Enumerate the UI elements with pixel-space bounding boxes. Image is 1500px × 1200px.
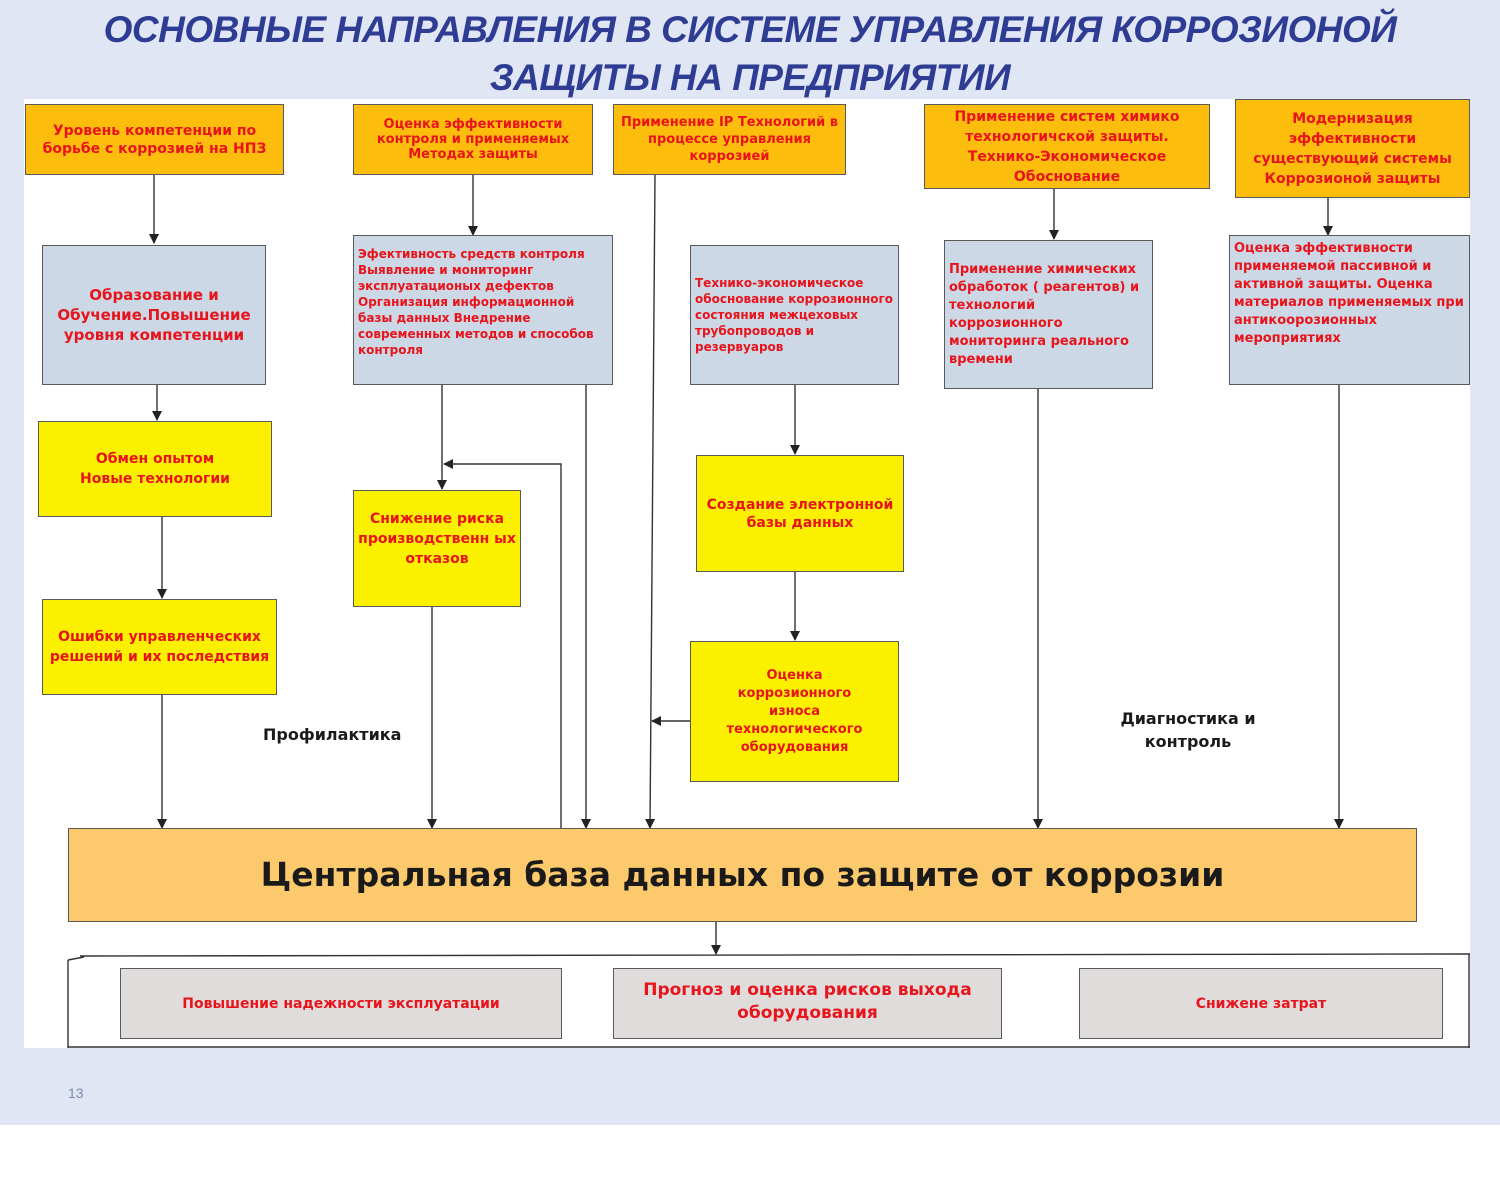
box-control-means-text: Эфективность средств контроля Выявление … bbox=[358, 247, 594, 357]
label-diagnostics: Диагностика и контроль bbox=[1120, 709, 1256, 751]
outcome-cost-reduction: Снижене затрат bbox=[1079, 968, 1443, 1039]
box-competence-level: Уровень компетенции по борьбе с коррозие… bbox=[25, 104, 284, 175]
box-risk-reduction: Снижение риска производственн ых отказов bbox=[353, 490, 521, 607]
box-modernization: Модернизация эффективности существующий … bbox=[1235, 99, 1470, 198]
box-electronic-database: Создание электронной базы данных bbox=[696, 455, 904, 572]
box-wear-evaluation: Оценка коррозионного износа технологичес… bbox=[690, 641, 899, 782]
box-education: Образование и Обучение.Повышение уровня … bbox=[42, 245, 266, 385]
box-tech-economic: Технико-экономическое обоснование корроз… bbox=[690, 245, 899, 385]
box-passive-active-protection: Оценка эффективности применяемой пассивн… bbox=[1229, 235, 1470, 385]
outcome-frame bbox=[67, 953, 1470, 1048]
box-competence-level-text: Уровень компетенции по борьбе с коррозие… bbox=[42, 122, 267, 157]
box-electronic-database-text: Создание электронной базы данных bbox=[706, 497, 894, 531]
arrow-feedback-central-risk bbox=[443, 459, 562, 828]
box-control-evaluation: Оценка эффективности контроля и применяе… bbox=[353, 104, 593, 175]
box-management-errors: Ошибки управленческих решений и их после… bbox=[42, 599, 277, 695]
box-passive-active-protection-text: Оценка эффективности применяемой пассивн… bbox=[1234, 241, 1464, 346]
outcome-forecast-text: Прогноз и оценка рисков выхода оборудова… bbox=[643, 980, 972, 1023]
outcome-reliability: Повышение надежности эксплуатации bbox=[120, 968, 562, 1039]
box-control-means: Эфективность средств контроля Выявление … bbox=[353, 235, 613, 385]
slide: ОСНОВНЫЕ НАПРАВЛЕНИЯ В СИСТЕМЕ УПРАВЛЕНИ… bbox=[0, 0, 1500, 1125]
page-number: 13 bbox=[68, 1085, 84, 1101]
diagram-canvas: Уровень компетенции по борьбе с коррозие… bbox=[24, 99, 1470, 1048]
box-ip-technologies: Применение IP Технологий в процессе упра… bbox=[613, 104, 846, 175]
box-modernization-text: Модернизация эффективности существующий … bbox=[1253, 110, 1452, 187]
slide-title: ОСНОВНЫЕ НАПРАВЛЕНИЯ В СИСТЕМЕ УПРАВЛЕНИ… bbox=[103, 9, 1397, 98]
outcome-forecast: Прогноз и оценка рисков выхода оборудова… bbox=[613, 968, 1002, 1039]
connector-arrows bbox=[67, 174, 1470, 1048]
box-experience-exchange-text: Обмен опытом Новые технологии bbox=[80, 451, 230, 487]
box-risk-reduction-text: Снижение риска производственн ых отказов bbox=[358, 511, 516, 567]
box-tech-economic-text: Технико-экономическое обоснование корроз… bbox=[695, 276, 893, 354]
box-wear-evaluation-text: Оценка коррозионного износа технологичес… bbox=[726, 667, 863, 755]
box-chemical-treatment-text: Применение химических обработок ( реаген… bbox=[949, 261, 1140, 367]
box-control-evaluation-text: Оценка эффективности контроля и применяе… bbox=[376, 117, 570, 162]
central-database-box: Центральная база данных по защите от кор… bbox=[68, 828, 1417, 922]
box-ip-technologies-text: Применение IP Технологий в процессе упра… bbox=[620, 115, 839, 164]
arrow-iptech-central bbox=[645, 174, 656, 829]
box-chemical-treatment: Применение химических обработок ( реаген… bbox=[944, 240, 1153, 389]
outcome-cost-reduction-text: Снижене затрат bbox=[1195, 995, 1327, 1012]
box-chemical-systems-text: Применение систем химико технологичской … bbox=[954, 108, 1180, 185]
box-experience-exchange: Обмен опытом Новые технологии bbox=[38, 421, 272, 517]
label-prophylaxis: Профилактика bbox=[263, 725, 402, 744]
outcome-reliability-text: Повышение надежности эксплуатации bbox=[182, 995, 500, 1012]
box-chemical-systems: Применение систем химико технологичской … bbox=[924, 104, 1210, 189]
central-database-text: Центральная база данных по защите от кор… bbox=[260, 855, 1225, 894]
box-education-text: Образование и Обучение.Повышение уровня … bbox=[57, 286, 251, 344]
box-management-errors-text: Ошибки управленческих решений и их после… bbox=[49, 629, 270, 665]
